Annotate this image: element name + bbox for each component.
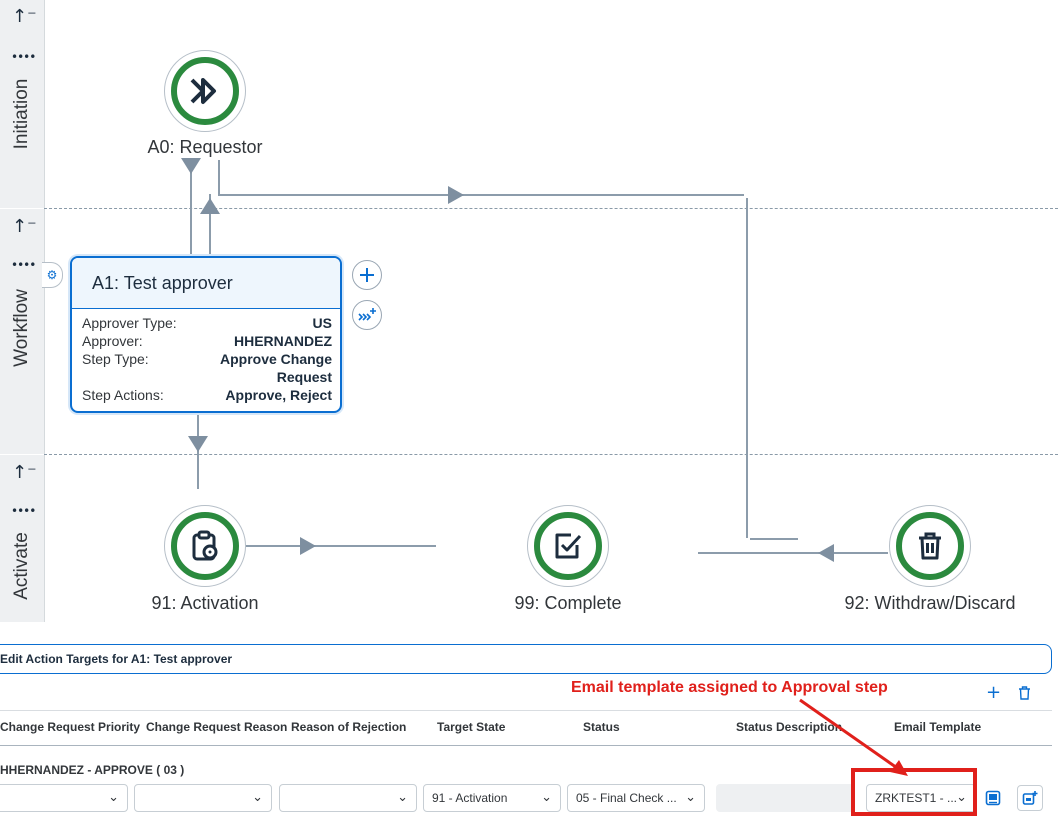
step-row-approver-type: Approver Type: US <box>82 314 332 332</box>
flow-arrow-up <box>200 198 220 214</box>
target-state-select[interactable]: 91 - Activation ⌄ <box>423 784 561 812</box>
lane-separator <box>44 454 1058 455</box>
status-description-field[interactable] <box>716 784 854 812</box>
step-row-key: Approver: <box>82 333 143 349</box>
flow-arrow-right <box>448 186 464 204</box>
status-select[interactable]: 05 - Final Check ... ⌄ <box>567 784 705 812</box>
chevron-down-icon: ⌄ <box>108 790 119 805</box>
node-settings-icon[interactable]: ⚙ <box>42 262 63 288</box>
node-label-requestor: A0: Requestor <box>147 137 263 157</box>
node-complete[interactable] <box>527 505 609 587</box>
step-row-value: Approve, Reject <box>225 387 332 403</box>
flow-line <box>246 545 436 547</box>
lane-separator <box>44 208 1058 209</box>
reason-select[interactable]: ⌄ <box>134 784 272 812</box>
column-header: Reason of Rejection <box>291 720 407 734</box>
step-card-a1[interactable]: A1: Test approver Approver Type: US Appr… <box>70 256 342 413</box>
flow-line <box>218 160 220 194</box>
node-label-withdraw: 92: Withdraw/Discard <box>844 593 1016 613</box>
flow-line <box>190 160 192 258</box>
node-label-complete: 99: Complete <box>514 593 622 613</box>
table-divider <box>0 745 1052 746</box>
lane-collapse-icon[interactable]: ↑⁻ <box>12 216 37 237</box>
step-row-value: HHERNANDEZ <box>234 333 332 349</box>
column-header: Email Template <box>894 720 982 734</box>
trash-icon <box>1019 686 1030 700</box>
add-row-button[interactable]: + <box>986 682 1002 703</box>
lane-collapse-icon[interactable]: ↑⁻ <box>12 462 37 483</box>
double-chevron-right-icon <box>190 78 216 104</box>
lane-rail-initiation <box>0 0 45 208</box>
chevron-down-icon: ⌄ <box>252 790 263 805</box>
column-header: Target State <box>437 720 506 734</box>
lane-rail-workflow <box>0 209 45 454</box>
panel-title-text: Edit Action Targets for A1: Test approve… <box>0 652 233 666</box>
priority-select[interactable]: ⌄ <box>0 784 128 812</box>
rejection-select[interactable]: ⌄ <box>279 784 417 812</box>
flow-arrow-down <box>188 436 208 452</box>
create-template-button[interactable] <box>1017 785 1043 811</box>
lane-drag-handle-icon[interactable]: •••• <box>11 258 36 272</box>
add-parallel-step-button[interactable] <box>352 300 382 330</box>
chevron-down-icon: ⌄ <box>685 790 696 805</box>
checkbox-icon <box>555 533 582 559</box>
create-template-icon <box>1022 791 1038 805</box>
node-requestor[interactable] <box>164 50 246 132</box>
annotation-highlight-box <box>851 768 977 816</box>
open-template-icon <box>985 790 1001 806</box>
flow-line <box>698 552 888 554</box>
annotation-text: Email template assigned to Approval step <box>571 679 888 696</box>
step-card-title: A1: Test approver <box>72 258 340 309</box>
flow-arrow-right <box>300 537 316 555</box>
clipboard-icon <box>192 530 218 561</box>
target-state-value: 91 - Activation <box>432 791 508 805</box>
flow-line <box>209 194 211 258</box>
flow-arrow-down <box>181 158 201 174</box>
step-row-key: Step Type: <box>82 351 149 367</box>
step-row-step-actions: Step Actions: Approve, Reject <box>82 386 332 404</box>
step-row-value: Approve Change Request <box>219 351 332 385</box>
status-value: 05 - Final Check ... <box>576 791 677 805</box>
column-header: Change Request Reason <box>146 720 288 734</box>
node-withdraw[interactable] <box>889 505 971 587</box>
group-label: HHERNANDEZ - APPROVE ( 03 ) <box>0 763 185 777</box>
add-parallel-icon <box>358 308 376 321</box>
node-label-activation: 91: Activation <box>151 593 259 613</box>
node-activation[interactable] <box>164 505 246 587</box>
column-header: Status <box>583 720 620 734</box>
step-row-key: Approver Type: <box>82 315 177 331</box>
flow-line <box>746 198 748 538</box>
add-step-button[interactable] <box>352 260 382 290</box>
step-row-value: US <box>312 315 332 331</box>
flow-line <box>750 538 798 540</box>
chevron-down-icon: ⌄ <box>541 790 552 805</box>
trash-icon <box>919 532 941 560</box>
step-row-approver: Approver: HHERNANDEZ <box>82 332 332 350</box>
lane-drag-handle-icon[interactable]: •••• <box>11 50 36 64</box>
chevron-down-icon: ⌄ <box>397 790 408 805</box>
column-header: Change Request Priority <box>0 720 141 734</box>
column-header: Status Description <box>736 720 843 734</box>
plus-icon <box>360 268 374 282</box>
flow-arrow-left <box>818 544 834 562</box>
lane-collapse-icon[interactable]: ↑⁻ <box>12 6 37 27</box>
step-row-step-type: Step Type: Approve Change Request <box>82 350 332 386</box>
open-template-button[interactable] <box>980 785 1006 811</box>
flow-line <box>218 194 744 196</box>
chevron-down-icon: ⌄ <box>956 790 967 805</box>
delete-row-button[interactable] <box>1018 685 1031 704</box>
step-row-key: Step Actions: <box>82 387 164 403</box>
email-template-value: ZRKTEST1 - ... <box>875 791 958 805</box>
lane-drag-handle-icon[interactable]: •••• <box>11 504 36 518</box>
table-divider <box>0 710 1052 711</box>
email-template-select[interactable]: ZRKTEST1 - ... ⌄ <box>866 784 976 812</box>
panel-title: Edit Action Targets for A1: Test approve… <box>0 644 1052 674</box>
lane-rail-activate <box>0 455 45 622</box>
